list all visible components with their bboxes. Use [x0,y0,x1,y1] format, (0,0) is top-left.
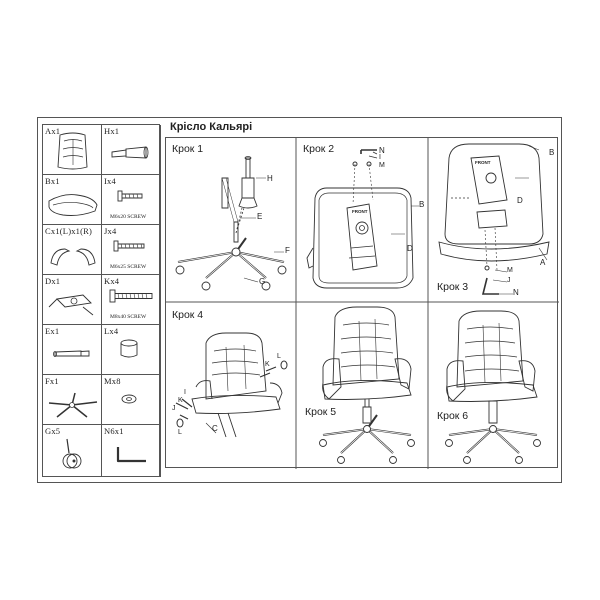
part-k-screw: Kx4 M8x40 SCREW [102,275,161,325]
page-title: Крісло Кальярі [170,121,253,133]
armrest-icon [50,248,96,266]
step-label: Крок 1 [172,143,204,155]
screw-icon [113,240,145,252]
part-l-washer: Lx4 [102,325,161,375]
part-h-gas-lift: Hx1 [102,125,161,175]
caster-icon [62,438,82,469]
step-2-drawing [306,149,419,289]
callout-b: B [419,200,425,209]
callout-h: H [267,174,273,183]
part-b-seat: Bx1 [43,175,102,225]
mechanism-icon [48,294,94,316]
step-5-drawing [319,306,415,464]
callout-k: K [178,397,183,404]
instruction-sheet [37,117,562,483]
step-label: Крок 4 [172,309,204,321]
callout-m: M [507,267,513,274]
part-label: Jx4 [104,226,117,236]
assembly-steps: Крок 1 H E F G Крок 2 [165,137,559,469]
hex-key-icon [116,447,146,463]
part-note: M6x25 SCREW [110,264,147,270]
callout-d: D [517,196,523,205]
step-label: Крок 2 [303,143,335,155]
callout-n: N [379,146,385,155]
part-label: Ex1 [45,326,60,336]
part-note: M6x20 SCREW [110,214,147,220]
step-1-drawing [175,156,287,291]
callout-d: D [407,244,413,253]
callout-m: M [379,162,385,169]
part-j-screw: Jx4 M6x25 SCREW [102,225,161,275]
step-1: Крок 1 H E F G [166,138,296,302]
step-grid [166,138,559,469]
step-4-drawing [175,332,288,438]
washer-icon [121,394,137,404]
parts-list: Ax1 Hx1 Bx1 Ix4 M6x20 SCREW Cx1(L [42,124,161,477]
callout-b: B [549,148,555,157]
part-label: Kx4 [104,276,120,286]
step-4: Крок 4 L K I K J L C [166,303,296,469]
part-label: Cx1(L)x1(R) [45,226,93,236]
step-3-drawing [438,143,550,295]
part-d-mechanism: Dx1 [43,275,102,325]
callout-k: K [265,361,270,368]
step-5: Крок 5 [297,303,428,469]
bushing-icon [120,339,138,358]
part-label: Hx1 [104,126,120,136]
step-2: Крок 2 FRONT N I M B D [297,138,428,302]
part-label: Lx4 [104,326,119,336]
screw-icon [109,289,153,303]
part-e-cover: Ex1 [43,325,102,375]
backrest-icon [57,132,88,170]
part-f-base: Fx1 [43,375,102,425]
callout-j: J [507,277,511,284]
callout-f: F [285,246,290,255]
step-label: Крок 6 [437,410,469,422]
callout-c: C [212,424,218,433]
step-label: Крок 5 [305,406,337,418]
callout-i: I [184,389,186,396]
step-label: Крок 3 [437,281,469,293]
callout-g: G [259,277,266,286]
part-g-caster: Gx5 [43,425,102,477]
star-base-icon [48,392,98,418]
part-n-hex-key: N6x1 [102,425,161,477]
part-i-screw: Ix4 M6x20 SCREW [102,175,161,225]
part-note: M8x40 SCREW [110,314,147,320]
part-label: Gx5 [45,426,61,436]
step-3: Крок 3 FRONT B D A M J N [429,138,559,302]
part-label: Dx1 [45,276,61,286]
part-a-backrest: Ax1 [43,125,102,175]
plate-label: FRONT [352,209,368,214]
part-label: Ax1 [45,126,61,136]
plate-label: FRONT [475,160,491,165]
step-6: Крок 6 [429,303,559,469]
part-label: Mx8 [104,376,121,386]
callout-l: L [277,353,281,360]
part-label: Bx1 [45,176,60,186]
callout-e: E [257,212,263,221]
telescopic-cover-icon [53,350,90,357]
callout-a: A [540,258,546,267]
callout-i: I [379,154,381,161]
part-m-washer: Mx8 [102,375,161,425]
part-label: Fx1 [45,376,59,386]
callout-j: J [172,405,176,412]
gas-lift-icon [111,146,149,159]
callout-n: N [513,288,519,297]
screw-icon [117,190,143,202]
callout-l: L [178,429,182,436]
part-c-armrests: Cx1(L)x1(R) [43,225,102,275]
part-label: Ix4 [104,176,116,186]
seat-icon [48,194,98,216]
part-label: N6x1 [104,426,124,436]
step-6-drawing [445,310,541,464]
